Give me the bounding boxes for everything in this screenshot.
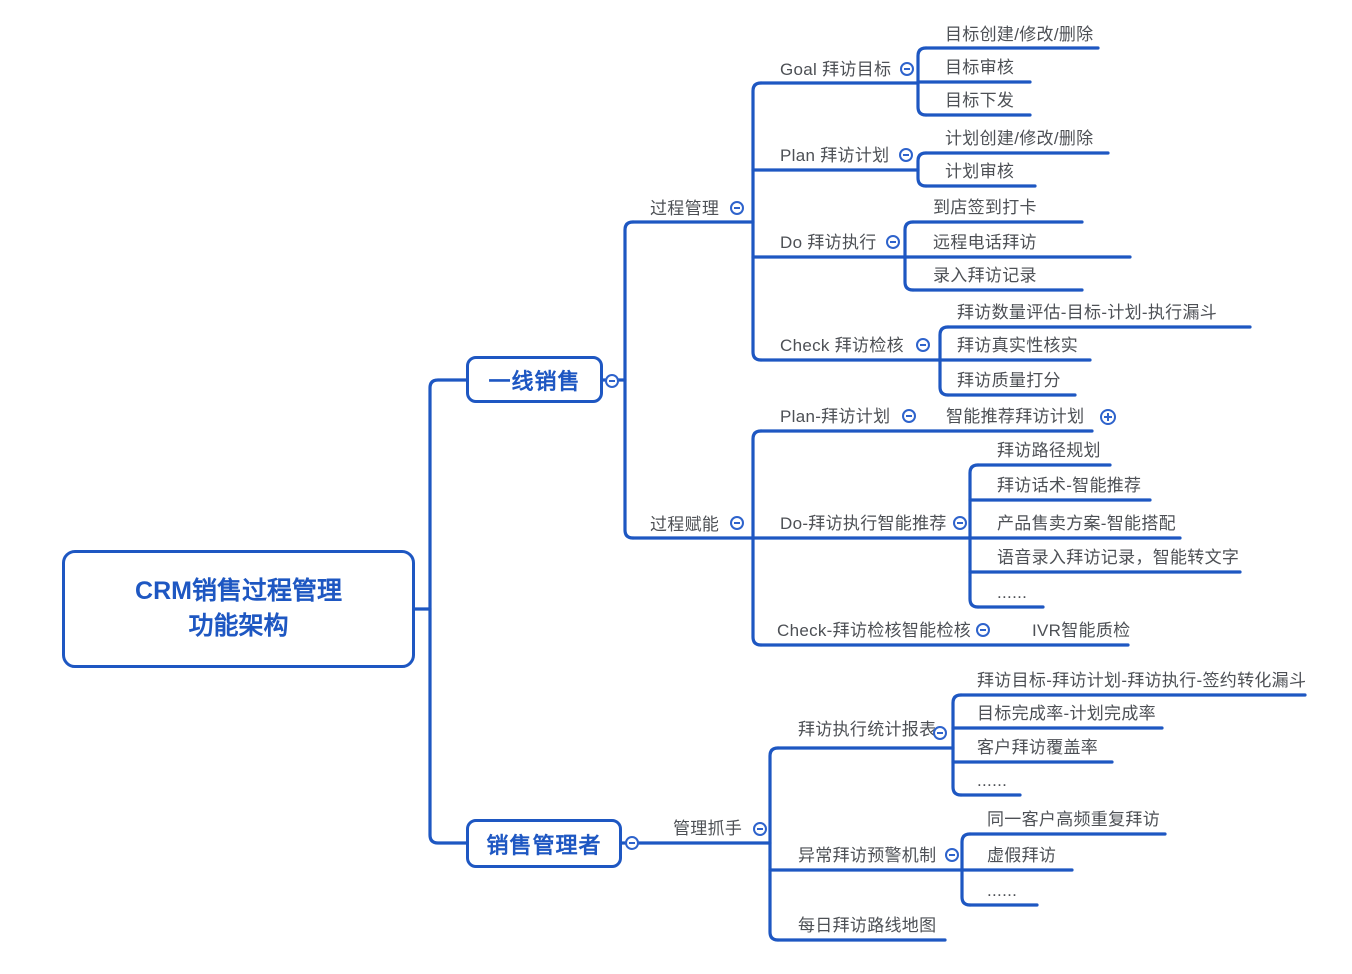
topic-pe-do-item-script[interactable]: 拜访话术-智能推荐 (997, 476, 1142, 495)
topic-pe-plan-item-smart[interactable]: 智能推荐拜访计划 (946, 407, 1085, 426)
collapse-icon-check[interactable] (916, 338, 930, 352)
topic-do-item-checkin[interactable]: 到店签到打卡 (933, 198, 1037, 217)
topic-do-item-record[interactable]: 录入拜访记录 (933, 266, 1037, 285)
topic-report-item-rate[interactable]: 目标完成率-计划完成率 (977, 704, 1156, 723)
topic-report-item-funnel[interactable]: 拜访目标-拜访计划-拜访执行-签约转化漏斗 (977, 671, 1307, 690)
topic-pe-do-item-voice[interactable]: 语音录入拜访记录，智能转文字 (997, 548, 1240, 567)
collapse-icon-pe-plan[interactable] (902, 409, 916, 423)
topic-report-item-coverage[interactable]: 客户拜访覆盖率 (977, 738, 1099, 757)
topic-check-item-funnel[interactable]: 拜访数量评估-目标-计划-执行漏斗 (957, 303, 1218, 322)
collapse-icon-do[interactable] (886, 235, 900, 249)
topic-goal-item-dispatch[interactable]: 目标下发 (945, 91, 1015, 110)
collapse-icon-process-management[interactable] (730, 201, 744, 215)
collapse-icon-plan[interactable] (899, 148, 913, 162)
topic-pe-do-item-more[interactable]: ...... (997, 583, 1028, 602)
topic-goal-item-create[interactable]: 目标创建/修改/删除 (945, 25, 1094, 44)
topic-do[interactable]: Do 拜访执行 (780, 233, 877, 252)
topic-report[interactable]: 拜访执行统计报表 (798, 720, 937, 739)
topic-pe-do[interactable]: Do-拜访执行智能推荐 (780, 514, 947, 533)
collapse-icon-report[interactable] (933, 726, 947, 740)
topic-process-management[interactable]: 过程管理 (650, 199, 720, 218)
topic-management-grip[interactable]: 管理抓手 (673, 819, 743, 838)
topic-goal[interactable]: Goal 拜访目标 (780, 60, 892, 79)
expand-icon-smart-plan[interactable] (1100, 409, 1116, 425)
topic-alert-item-repeat[interactable]: 同一客户高频重复拜访 (987, 810, 1160, 829)
topic-alert-item-more[interactable]: ...... (987, 881, 1018, 900)
root-topic[interactable]: CRM销售过程管理 功能架构 (62, 550, 415, 668)
collapse-icon-manager[interactable] (625, 836, 639, 850)
topic-pe-check-item-ivr[interactable]: IVR智能质检 (1032, 621, 1131, 640)
topic-pe-plan[interactable]: Plan-拜访计划 (780, 407, 891, 426)
topic-alert[interactable]: 异常拜访预警机制 (798, 846, 937, 865)
topic-goal-item-review[interactable]: 目标审核 (945, 58, 1015, 77)
topic-alert-item-fake[interactable]: 虚假拜访 (987, 846, 1057, 865)
collapse-icon-frontline[interactable] (605, 374, 619, 388)
topic-check[interactable]: Check 拜访检核 (780, 336, 904, 355)
topic-check-item-verify[interactable]: 拜访真实性核实 (957, 336, 1079, 355)
collapse-icon-alert[interactable] (945, 848, 959, 862)
topic-plan-item-create[interactable]: 计划创建/修改/删除 (945, 129, 1094, 148)
collapse-icon-grip[interactable] (753, 822, 767, 836)
collapse-icon-process-enablement[interactable] (730, 516, 744, 530)
topic-sales-manager[interactable]: 销售管理者 (466, 819, 622, 868)
collapse-icon-goal[interactable] (900, 62, 914, 76)
topic-route-map[interactable]: 每日拜访路线地图 (798, 916, 937, 935)
topic-check-item-score[interactable]: 拜访质量打分 (957, 371, 1061, 390)
topic-pe-do-item-product[interactable]: 产品售卖方案-智能搭配 (997, 514, 1176, 533)
topic-pe-check[interactable]: Check-拜访检核智能检核 (777, 621, 972, 640)
collapse-icon-pe-check[interactable] (976, 623, 990, 637)
collapse-icon-pe-do[interactable] (953, 516, 967, 530)
topic-process-enablement[interactable]: 过程赋能 (650, 515, 720, 534)
topic-plan-item-review[interactable]: 计划审核 (945, 162, 1015, 181)
topic-do-item-phone[interactable]: 远程电话拜访 (933, 233, 1037, 252)
topic-frontline-sales[interactable]: 一线销售 (466, 356, 603, 403)
topic-pe-do-item-route[interactable]: 拜访路径规划 (997, 441, 1101, 460)
topic-plan[interactable]: Plan 拜访计划 (780, 146, 890, 165)
topic-report-item-more[interactable]: ...... (977, 771, 1008, 790)
